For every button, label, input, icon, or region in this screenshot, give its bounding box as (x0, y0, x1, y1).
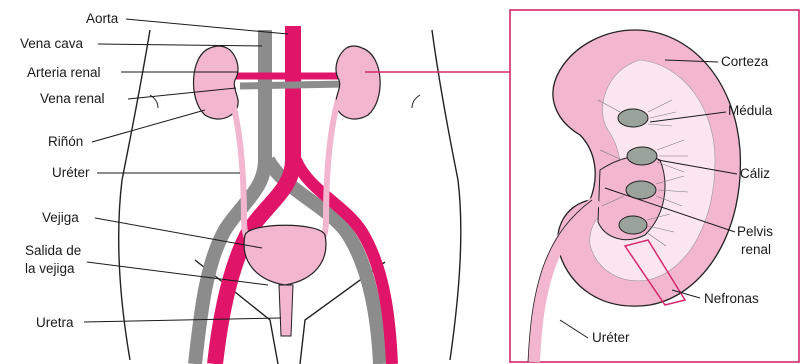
label-renal-artery: Arteria renal (27, 65, 101, 80)
urethra (279, 285, 293, 336)
label-ureter: Uréter (52, 165, 90, 180)
label-renal-vein: Vena renal (40, 91, 105, 106)
left-labels: Aorta Vena cava Arteria renal Vena renal… (20, 11, 119, 330)
label-pelvis-1: Pelvis (737, 224, 773, 239)
label-kidney: Riñón (48, 134, 83, 149)
label-vena-cava: Vena cava (20, 36, 84, 51)
label-medulla: Médula (728, 103, 773, 118)
label-bladder-outlet-2: la vejiga (25, 261, 75, 276)
label-ureter-detail: Uréter (592, 330, 630, 345)
label-calyx: Cáliz (740, 166, 770, 181)
label-pelvis-2: renal (741, 242, 771, 257)
bladder (244, 225, 326, 285)
kidney-right (336, 46, 380, 119)
label-aorta: Aorta (86, 11, 119, 26)
label-urethra: Uretra (36, 315, 74, 330)
label-bladder-outlet-1: Salida de (25, 243, 81, 258)
label-bladder: Vejiga (42, 210, 79, 225)
label-nephrons: Nefronas (704, 291, 759, 306)
label-cortex: Corteza (721, 54, 769, 69)
